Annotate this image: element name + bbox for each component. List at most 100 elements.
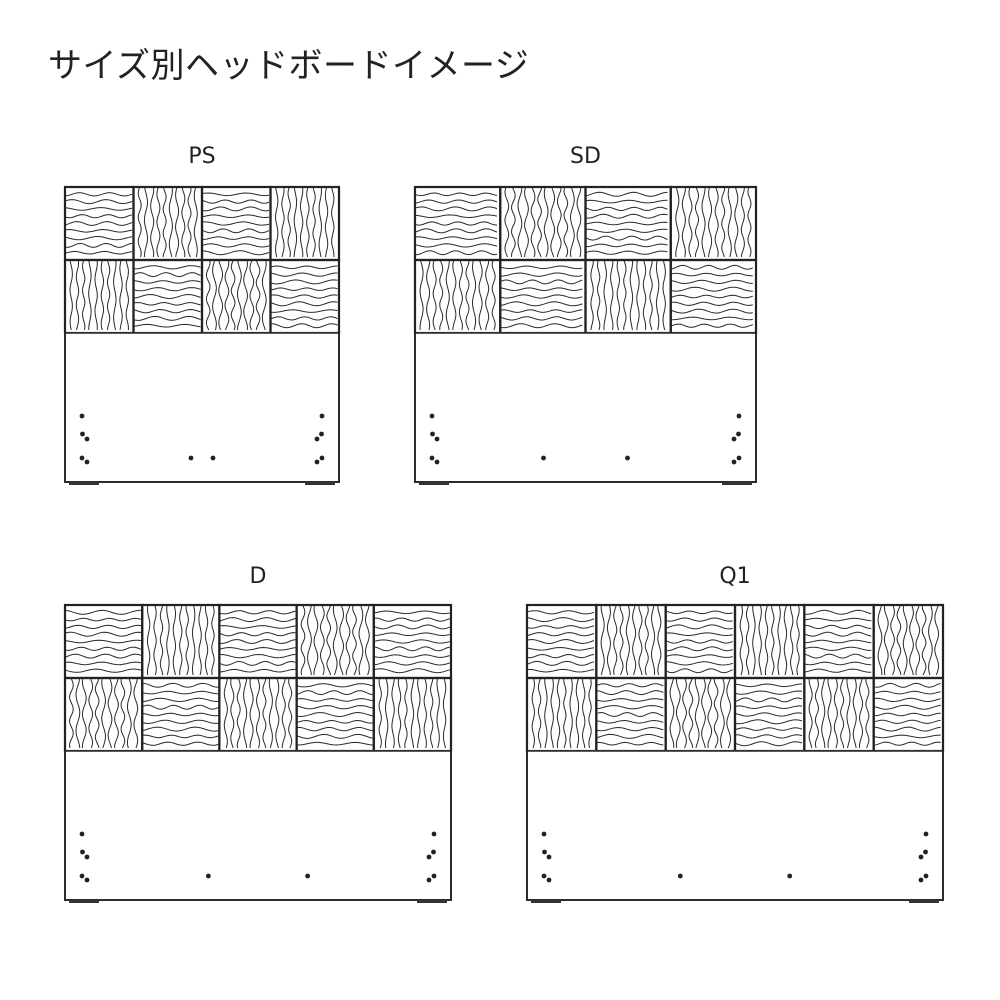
board-label-q1: Q1	[719, 564, 750, 589]
headboard-base	[64, 332, 340, 483]
bolt-hole	[429, 455, 435, 461]
bolt-hole	[319, 413, 325, 419]
panel-border	[413, 185, 502, 262]
grain-lines	[415, 192, 498, 256]
wood-panel	[269, 185, 341, 262]
wood-panel	[733, 603, 806, 680]
wood-panel	[584, 258, 672, 335]
grain-lines	[202, 192, 270, 256]
wood-panel	[200, 258, 272, 335]
bolt-hole	[314, 436, 320, 442]
panel-border	[595, 603, 667, 680]
bolt-hole	[188, 455, 194, 461]
wood-panel	[664, 676, 737, 753]
grain-lines	[666, 610, 733, 674]
foot-left	[69, 482, 99, 485]
bolt-hole	[84, 436, 90, 442]
bolt-hole	[736, 431, 741, 437]
grain-lines	[675, 187, 752, 258]
wood-panel	[595, 676, 667, 753]
panel-border	[200, 185, 272, 262]
bolt-hole	[79, 413, 85, 419]
panel-border	[733, 603, 806, 680]
wood-panel	[132, 185, 204, 262]
grain-lines	[805, 609, 872, 673]
panel-border	[499, 258, 587, 335]
panel-border	[664, 603, 737, 680]
bolt-hole	[918, 877, 924, 883]
headboard-q1: Q1	[525, 564, 945, 903]
wood-panel	[803, 676, 875, 753]
bolt-hole	[546, 877, 552, 883]
bolt-hole	[426, 854, 432, 860]
bolt-hole	[319, 455, 325, 461]
grain-lines	[134, 265, 201, 328]
bolt-hole	[319, 431, 324, 437]
bolt-hole	[79, 455, 85, 461]
grain-lines	[671, 264, 753, 328]
wood-panel	[595, 603, 667, 680]
grain-lines	[146, 605, 215, 676]
wood-panel	[525, 603, 598, 680]
grain-lines	[378, 678, 447, 749]
wood-panel	[295, 676, 375, 753]
panel-border	[269, 185, 341, 262]
foot-left	[69, 900, 99, 903]
grain-lines	[297, 683, 373, 746]
wood-panel	[499, 258, 587, 335]
panel-border	[132, 185, 204, 262]
headboard-base	[64, 750, 452, 901]
bolt-hole	[541, 455, 546, 461]
bolt-hole	[541, 831, 547, 837]
foot-right	[722, 482, 752, 485]
grain-lines	[205, 260, 267, 331]
bolt-hole	[314, 459, 320, 465]
wood-panel	[872, 676, 945, 753]
bolt-hole	[923, 831, 929, 837]
headboard-base	[414, 332, 757, 483]
wood-panel	[372, 676, 453, 753]
wood-panel	[63, 676, 144, 753]
bolt-hole	[546, 854, 552, 860]
bolt-hole	[542, 849, 547, 855]
bolt-hole	[923, 849, 928, 855]
bolt-hole	[434, 459, 440, 465]
grain-lines	[143, 682, 219, 746]
bolt-hole	[84, 854, 90, 860]
foot-right	[909, 900, 939, 903]
wood-panel	[132, 258, 204, 335]
headboard-outline	[64, 186, 340, 483]
grain-lines	[68, 678, 139, 749]
grain-lines	[735, 683, 803, 747]
headboard-sd: SD	[413, 144, 758, 485]
bolt-hole	[731, 436, 737, 442]
bolt-hole	[677, 873, 683, 879]
wood-panel	[499, 185, 587, 262]
wood-panel	[141, 603, 221, 680]
bolt-hole	[787, 873, 793, 879]
grain-lines	[137, 187, 198, 258]
bolt-hole	[80, 431, 85, 437]
panel-border	[525, 676, 598, 753]
wood-panel	[200, 185, 272, 262]
bolt-hole	[79, 831, 85, 837]
grain-lines	[65, 609, 142, 673]
bolt-hole	[431, 849, 436, 855]
wood-panel	[872, 603, 945, 680]
grain-lines	[65, 192, 133, 255]
wood-panel	[525, 676, 598, 753]
grain-lines	[271, 265, 338, 329]
wood-panel	[733, 676, 806, 753]
bolt-hole	[84, 459, 90, 465]
grain-lines	[877, 605, 940, 676]
bolt-hole	[625, 455, 630, 461]
bolt-hole	[305, 873, 311, 879]
bolt-hole	[431, 831, 437, 837]
panel-border	[295, 676, 375, 753]
bolt-hole	[205, 873, 211, 879]
grain-lines	[419, 260, 496, 331]
wood-panel	[63, 185, 135, 262]
grain-lines	[501, 265, 583, 329]
wood-panel	[269, 258, 341, 335]
foot-right	[417, 900, 447, 903]
